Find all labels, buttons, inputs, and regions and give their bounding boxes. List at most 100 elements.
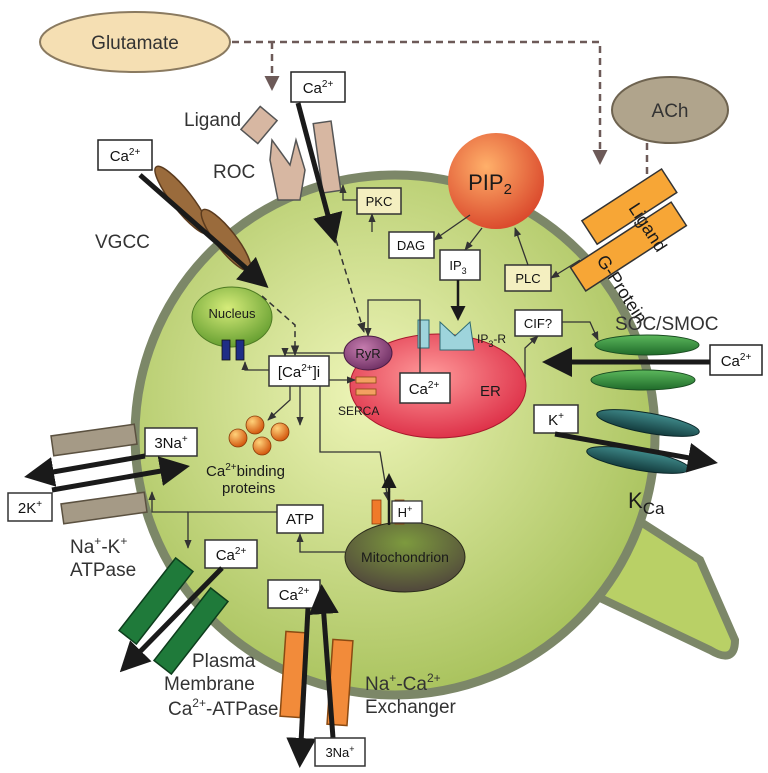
arrow-mito-atp — [296, 533, 345, 553]
glutamate-oval — [39, 11, 231, 73]
soc-smoc-label: SOC/SMOC — [615, 314, 718, 335]
pip2-label: PIP2 — [468, 170, 512, 198]
h-plus-box — [391, 500, 423, 524]
arrow-cai-binding-a — [267, 386, 291, 421]
er-label: ER — [480, 383, 501, 400]
cif-label: CIF? — [524, 316, 552, 331]
pkc-label: PKC — [366, 194, 393, 209]
receptor-ligand-shape — [580, 167, 678, 246]
k-text: K+ — [548, 411, 564, 429]
three-na-box — [144, 427, 198, 457]
pmca-ca-text: Ca2+ — [216, 546, 247, 564]
roc-ca-text: Ca2+ — [303, 79, 334, 97]
ncx-label-line2: Exchanger — [365, 697, 457, 718]
arrow-pkc-roc — [339, 184, 357, 201]
binding-label-line1: Ca2+binding — [206, 462, 285, 480]
nak-atpase-group: 3Na+ 2K+ Na+-K+ ATPase — [7, 423, 198, 581]
kca-k-arrow — [554, 431, 718, 473]
nak-k-arrow — [51, 456, 190, 493]
roc-ca-box — [290, 71, 346, 103]
pmca-ca-box — [204, 539, 258, 569]
vgcc-label: VGCC — [95, 232, 150, 253]
pip2-circle — [448, 133, 544, 229]
two-k-box — [7, 492, 53, 522]
binding-ball-1 — [245, 415, 265, 435]
nak-na-arrow — [24, 453, 146, 487]
ncx-label-line1: Na+-Ca2+ — [365, 671, 441, 695]
ip3r-label: IP3-R — [477, 332, 506, 349]
dashed-vgcc-to-cai — [261, 295, 300, 357]
nak-label-line1: Na+-K+ — [70, 534, 127, 558]
atp-label: ATP — [286, 511, 314, 528]
er-group: Ca2+ ER IP3-R SERCA — [338, 319, 527, 439]
er-ca-text: Ca2+ — [409, 380, 440, 398]
ligand-label: Ligand — [184, 110, 241, 131]
signaling-arrows — [339, 184, 581, 279]
binding-ball-3 — [252, 436, 272, 456]
vgcc-ca-text: Ca2+ — [110, 147, 141, 165]
soc-smoc-group: SOC/SMOC Ca2+ — [542, 314, 763, 391]
glutamate-label: Glutamate — [91, 33, 179, 54]
arrow-gprotein-plc — [550, 259, 581, 279]
er-ca-box — [399, 372, 451, 404]
dashed-arrow-to-gprotein — [232, 40, 608, 165]
mito-channel-left — [371, 499, 382, 525]
pmca-label-line2: Membrane — [164, 674, 255, 695]
ncx-3na-box — [314, 737, 366, 767]
roc-channel-left — [269, 137, 306, 201]
cytosolic-calcium: [Ca2+]i — [268, 355, 330, 387]
nuclear-pore-left — [221, 339, 231, 361]
kca-group: K+ KCa — [533, 404, 718, 518]
ach-label: ACh — [652, 101, 689, 122]
atp-box — [276, 504, 324, 534]
pmca-label-line1: Plasma — [192, 651, 256, 672]
ip3-label: IP3 — [449, 258, 466, 276]
ncx-ca-text: Ca2+ — [279, 586, 310, 604]
glutamate-group: Glutamate — [39, 11, 231, 73]
nuclear-pore-right — [235, 339, 245, 361]
arrow-er-ryr — [364, 299, 421, 373]
arrow-plc-pip2 — [514, 227, 529, 266]
gprotein-receptor — [569, 167, 688, 292]
h-plus-text: H+ — [398, 504, 413, 520]
ca-influx-dashed — [261, 239, 366, 357]
ryr-label: RyR — [355, 346, 380, 361]
vgcc-ca-box — [97, 139, 153, 171]
ip3r-left — [417, 319, 430, 349]
ncx-3na-text: 3Na+ — [325, 744, 354, 760]
glutamate-dashed-arrows — [232, 40, 608, 165]
roc-label: ROC — [213, 162, 255, 183]
soc-ca-text: Ca2+ — [721, 352, 752, 370]
pmca-group: Ca2+ Plasma Membrane Ca2+-ATPase — [117, 539, 279, 720]
two-k-text: 2K+ — [18, 499, 42, 517]
ncx-na-arrow — [308, 584, 339, 739]
pip2-group: PIP2 — [448, 133, 544, 229]
ncx-group: Ca2+ 3Na+ Na+-Ca2+ Exchanger — [267, 579, 457, 768]
arrow-pip2-dag — [433, 214, 471, 241]
serca-label: SERCA — [338, 404, 379, 418]
cif-group: CIF? — [505, 309, 599, 391]
kca-channel-upper — [596, 409, 700, 437]
cif-box — [514, 309, 563, 337]
dag-box — [388, 231, 435, 259]
roc-group: Ligand ROC — [184, 105, 342, 201]
atp-group: ATP — [148, 491, 345, 553]
pmca-ca-arrow — [119, 566, 224, 673]
vgcc-ca-arrow — [138, 173, 269, 288]
ryr-group: RyR — [343, 335, 393, 371]
binding-ball-4 — [270, 422, 290, 442]
nucleus-label: Nucleus — [209, 306, 256, 321]
mitochondrion-label: Mitochondrion — [361, 549, 449, 565]
dag-label: DAG — [397, 238, 425, 253]
pmca-channel-right — [152, 586, 230, 676]
ip3r-right — [439, 320, 475, 351]
binding-label-line2: proteins — [222, 480, 275, 497]
serca-upper — [355, 376, 377, 384]
ip3-box — [439, 249, 481, 281]
k-box — [533, 404, 579, 434]
arrow-pip2-ip3 — [464, 227, 483, 251]
roc-ca-arrow — [295, 102, 343, 244]
soc-channel-upper — [594, 334, 700, 356]
nak-label-line2: ATPase — [70, 560, 136, 581]
